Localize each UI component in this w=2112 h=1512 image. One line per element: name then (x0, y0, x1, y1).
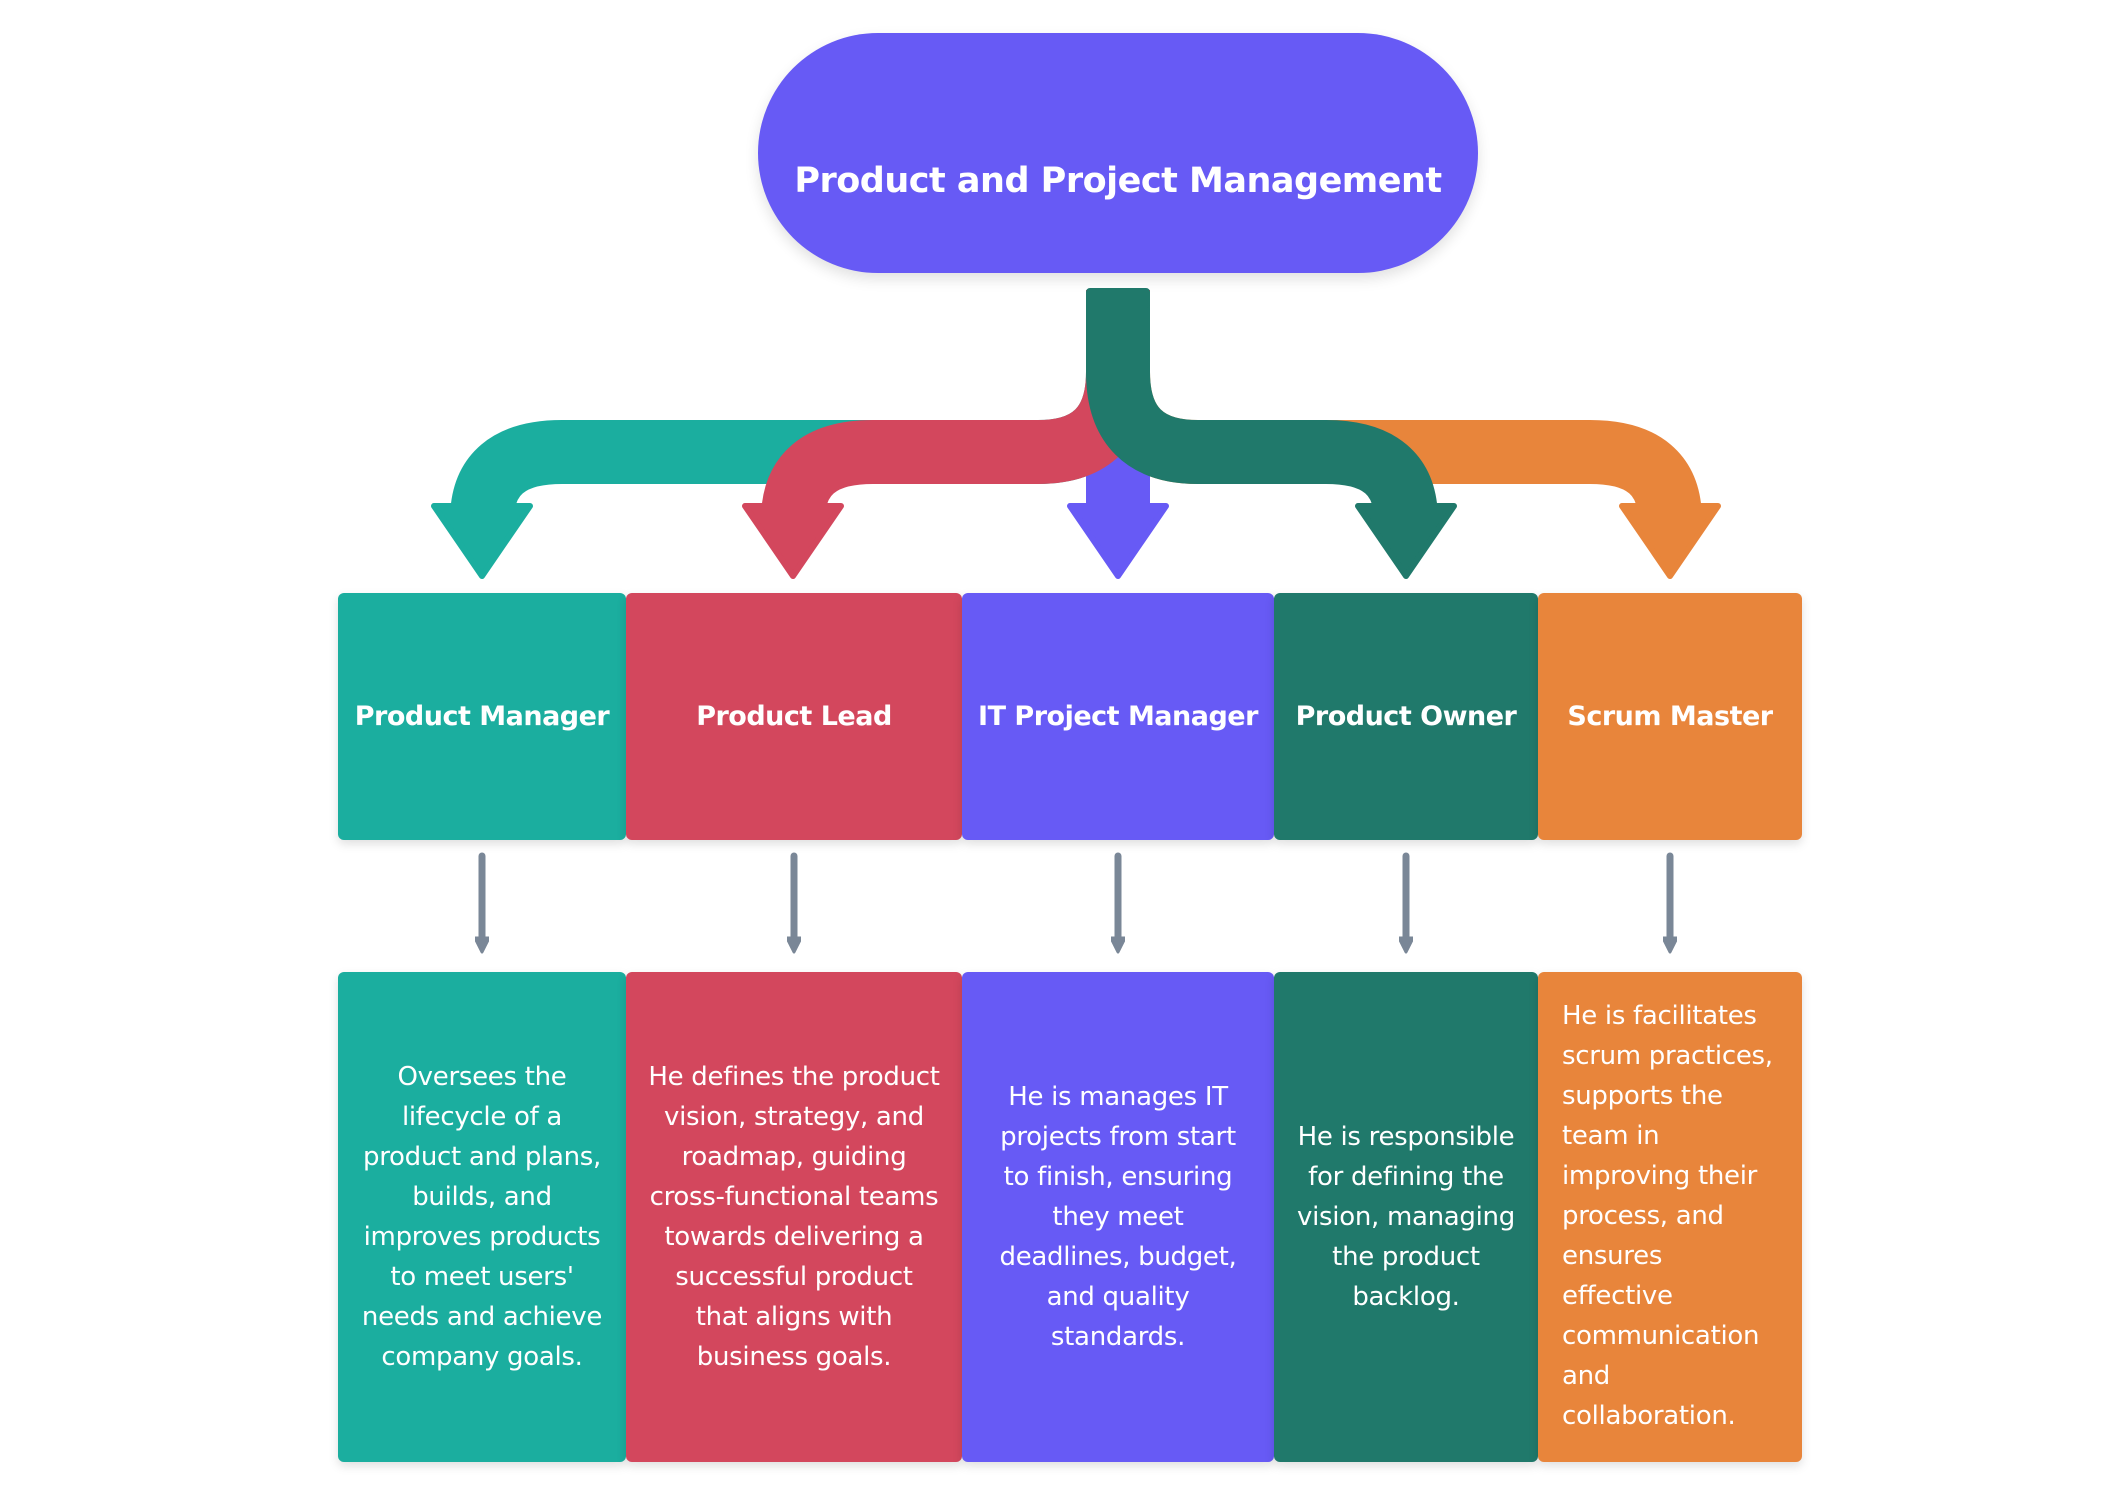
root-title: Product and Project Management (794, 161, 1442, 201)
down-arrow-icon (1399, 852, 1413, 954)
down-arrow-icon (1663, 852, 1677, 954)
arrowhead-icon (1619, 503, 1721, 579)
arrowhead-icon (1067, 503, 1169, 579)
role-title: Product Manager (354, 701, 610, 732)
role-title: IT Project Manager (978, 701, 1258, 732)
role-title: Product Owner (1295, 701, 1517, 732)
role-description: Oversees the lifecycle of a product and … (361, 1062, 603, 1372)
connector-product-owner (1086, 288, 1457, 579)
role-box-scrum-master: Scrum Master (1538, 593, 1802, 840)
down-arrow-icon (787, 852, 801, 954)
arrowhead-icon (431, 503, 533, 579)
down-arrow-icon (475, 852, 489, 954)
description-box-product-manager: Oversees the lifecycle of a product and … (338, 972, 626, 1462)
role-box-product-lead: Product Lead (626, 593, 962, 840)
role-box-it-project-manager: IT Project Manager (962, 593, 1274, 840)
role-description: He is responsible for defining the visio… (1297, 1122, 1515, 1312)
role-box-product-owner: Product Owner (1274, 593, 1538, 840)
role-description: He is facilitates scrum practices, suppo… (1562, 1001, 1773, 1431)
down-arrow-icon (1111, 852, 1125, 954)
branch-connectors (431, 288, 1721, 579)
description-box-it-project-manager: He is manages IT projects from start to … (962, 972, 1274, 1462)
role-description: He defines the product vision, strategy,… (648, 1062, 940, 1372)
role-box-product-manager: Product Manager (338, 593, 626, 840)
root-node: Product and Project Management (758, 33, 1478, 273)
role-title: Scrum Master (1567, 701, 1773, 732)
role-description: He is manages IT projects from start to … (999, 1082, 1237, 1352)
arrowhead-icon (742, 503, 844, 579)
description-box-product-lead: He defines the product vision, strategy,… (626, 972, 962, 1462)
arrowhead-icon (1355, 503, 1457, 579)
role-title: Product Lead (696, 701, 892, 732)
description-box-scrum-master: He is facilitates scrum practices, suppo… (1538, 972, 1802, 1462)
description-box-product-owner: He is responsible for defining the visio… (1274, 972, 1538, 1462)
